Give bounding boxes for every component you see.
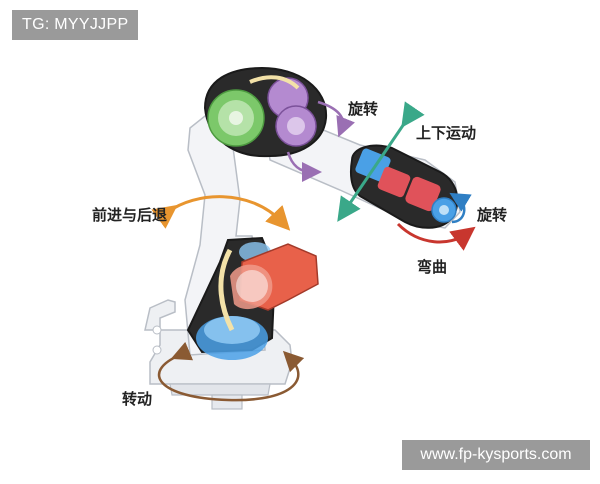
label-forward-back: 前进与后退 [92, 206, 168, 224]
label-up-down: 上下运动 [416, 124, 477, 142]
wrist-cutaway [350, 144, 459, 229]
label-rotate-wrist: 旋转 [477, 206, 508, 224]
shoulder-cutaway [203, 66, 328, 158]
bend-arrow [396, 222, 476, 251]
forward-back-arrow [151, 195, 291, 231]
up-down-arrow [337, 101, 425, 222]
top-left-tag: TG: MYYJJPP [12, 10, 139, 40]
wrist-rotate-arrow [449, 192, 472, 224]
label-bend: 弯曲 [417, 258, 448, 276]
base-red-motor [230, 243, 319, 311]
label-turn-base: 转动 [122, 390, 153, 408]
website-watermark: www.fp-kysports.com [402, 440, 590, 470]
base-turn-arrow [157, 341, 305, 402]
shoulder-rotate-arrow-bottom [286, 151, 322, 182]
label-rotate-shoulder: 旋转 [348, 100, 379, 118]
